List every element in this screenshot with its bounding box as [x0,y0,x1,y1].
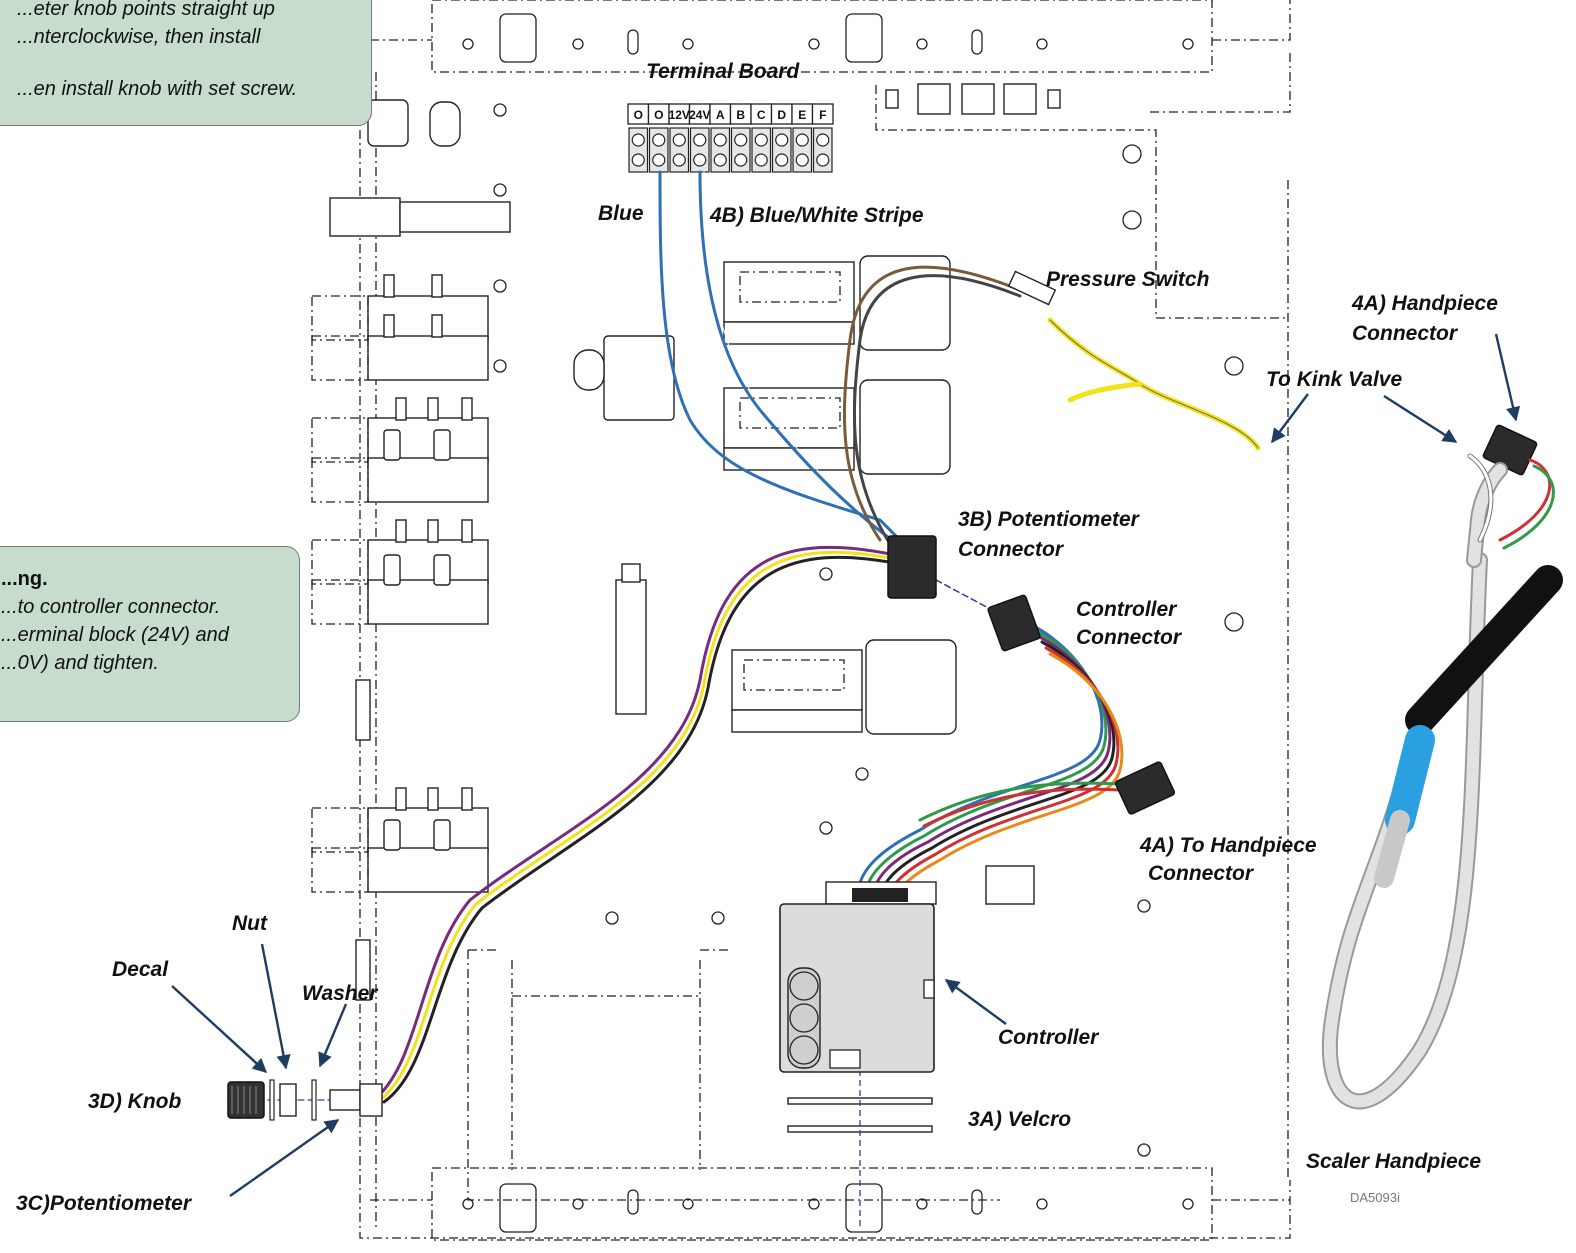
terminal-screw [795,153,809,167]
leader-arrows [171,333,1521,1197]
terminal-screw [652,133,666,147]
terminal-screw [713,153,727,167]
wiring [227,170,1261,1104]
drawing-code: DA5093i [1350,1190,1400,1205]
note-middle-heading: ...ng. [1,568,48,590]
terminal-screw [816,153,830,167]
terminal-label: C [757,108,766,122]
left-valve-bank [311,99,511,1001]
label-washer: Washer [302,982,379,1005]
terminal-screw [713,133,727,147]
terminal-screw [672,133,686,147]
label-potentiometer: 3C)Potentiometer [16,1192,193,1215]
terminal-label: 12V [669,108,690,122]
terminal-screw [754,133,768,147]
terminal-label: B [736,108,745,122]
top-connectors [885,83,1061,115]
terminal-screw [652,153,666,167]
terminal-screw [693,133,707,147]
label-to-handpiece-connector-line2: Connector [1148,862,1255,885]
label-handpiece-connector-line2: Connector [1352,322,1459,345]
label-decal: Decal [112,958,169,981]
label-controller-connector-line2: Connector [1076,626,1183,649]
label-knob: 3D) Knob [88,1090,181,1113]
terminal-label: A [716,108,725,122]
label-terminal-board: Terminal Board [646,60,800,83]
note-top-line-2: ...nterclockwise, then install [17,26,261,48]
terminal-label: 24V [689,108,710,122]
label-handpiece-connector-line1: 4A) Handpiece [1351,292,1498,315]
terminal-label: F [819,108,826,122]
terminal-screw [631,153,645,167]
connectors [887,424,1538,815]
solenoid-valves [573,255,1035,905]
note-middle-line-1: ...to controller connector. [1,596,221,618]
terminal-screw [775,153,789,167]
label-controller: Controller [998,1026,1100,1049]
controller-box [779,881,937,1073]
velcro-strips [787,1070,933,1230]
note-middle-line-3: ...0V) and tighten. [1,652,159,674]
label-potentiometer-connector-line2: Connector [958,538,1065,561]
terminal-screw [754,153,768,167]
scaler-handpiece [1321,453,1563,1110]
terminal-screw [734,153,748,167]
terminal-screw [795,133,809,147]
terminal-screw [672,153,686,167]
label-blue-white-stripe: 4B) Blue/White Stripe [709,204,924,227]
terminal-screw [734,133,748,147]
label-controller-connector-line1: Controller [1076,598,1178,621]
terminal-label: D [777,108,786,122]
note-top-line-3: ...en install knob with set screw. [17,78,298,100]
note-top: ...eter knob points straight up ...nterc… [0,0,372,126]
terminal-screw [693,153,707,167]
terminal-screw [816,133,830,147]
potentiometer-assembly [227,1079,383,1121]
terminal-label: O [654,108,663,122]
label-to-kink-valve: To Kink Valve [1266,368,1402,391]
label-pressure-switch: Pressure Switch [1046,268,1209,291]
mounting-panel [359,0,1291,1241]
terminal-label: E [798,108,806,122]
label-blue: Blue [598,202,644,225]
labels: Terminal Board Blue 4B) Blue/White Strip… [16,60,1498,1215]
terminal-label: O [634,108,643,122]
label-scaler-handpiece: Scaler Handpiece [1306,1150,1481,1173]
note-top-line-1: ...eter knob points straight up [17,0,275,20]
label-potentiometer-connector-line1: 3B) Potentiometer [958,508,1141,531]
label-velcro: 3A) Velcro [968,1108,1071,1131]
label-to-handpiece-connector-line1: 4A) To Handpiece [1139,834,1317,857]
note-middle: ...ng. ...to controller connector. ...er… [0,546,300,722]
terminal-screw [775,133,789,147]
terminal-screw [631,133,645,147]
terminal-cell [811,103,834,125]
label-nut: Nut [232,912,268,935]
note-middle-line-2: ...erminal block (24V) and [1,624,229,646]
